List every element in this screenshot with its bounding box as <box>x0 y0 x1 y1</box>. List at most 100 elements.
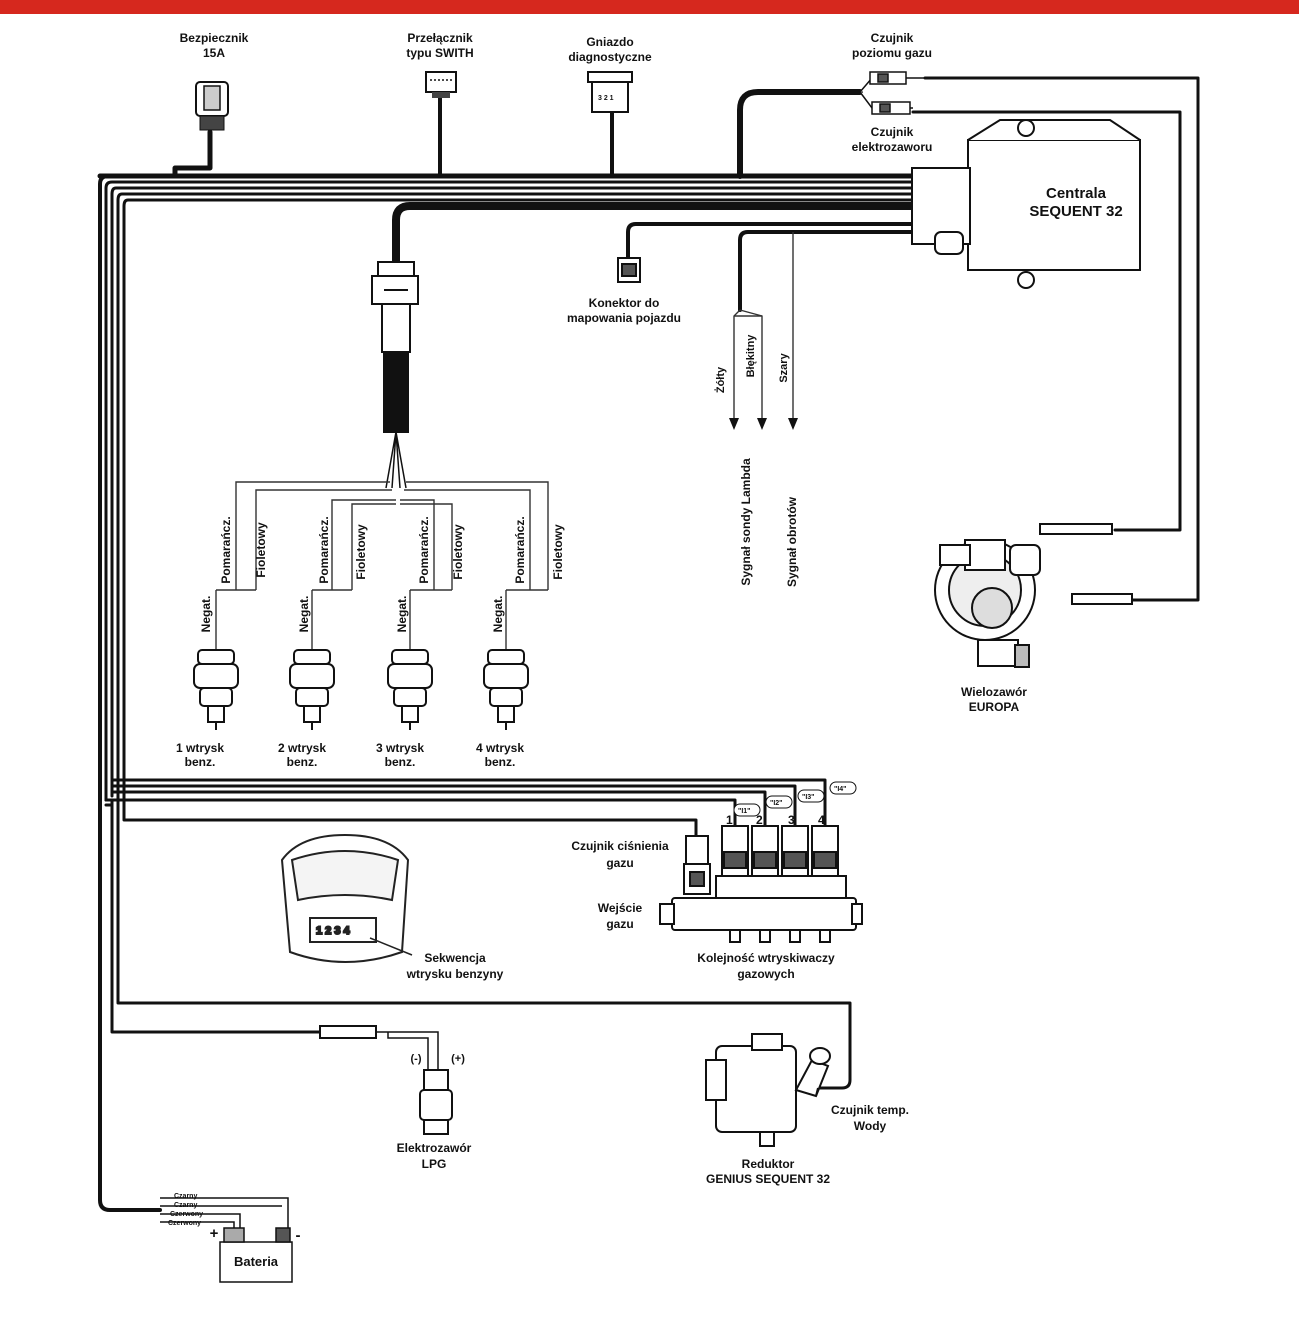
wire-yellow-label: Żółty <box>714 366 727 393</box>
neg-label-2: Negat. <box>297 596 311 633</box>
switch-label-2: typu SWITH <box>406 46 473 60</box>
battery-minus: - <box>296 1227 301 1244</box>
top-red-bar <box>0 0 1299 14</box>
sequence-label-2: wtrysku benzyny <box>406 967 504 981</box>
multivalve-label-1: Wielozawór <box>961 685 1027 699</box>
wire-blue-label: Błękitny <box>745 334 757 378</box>
fuse-15a <box>195 81 229 131</box>
reducer-genius <box>705 1033 831 1147</box>
multivalve-europa <box>934 523 1133 668</box>
gas-order-label-2: gazowych <box>737 967 794 981</box>
tag-i3: "I3" <box>802 794 814 801</box>
injector2-label-1: 2 wtrysk <box>278 741 326 755</box>
violet-label-2: Fioletowy <box>354 524 368 580</box>
gas-order-label-1: Kolejność wtryskiwaczy <box>697 951 835 965</box>
bat-wire-3: Czerwony <box>170 1211 203 1218</box>
orange-label-4: Pomarańcz. <box>513 516 527 583</box>
neg-label-4: Negat. <box>491 596 505 633</box>
gas-input-label-2: gazu <box>606 917 633 931</box>
reducer-label-2: GENIUS SEQUENT 32 <box>706 1172 830 1186</box>
lpg-electrovalve <box>319 1025 453 1135</box>
injector3-label-1: 3 wtrysk <box>376 741 424 755</box>
gas-input-label-1: Wejście <box>598 901 643 915</box>
vertical-labels: Żółty Błękitny Szary Sygnał sondy Lambda… <box>199 334 799 633</box>
violet-label-4: Fioletowy <box>551 524 565 580</box>
valve-sensor-connector <box>859 91 913 115</box>
bat-wire-2: Czarny <box>174 1202 197 1209</box>
level-sensor-label-1: Czujnik <box>871 31 914 45</box>
bat-wire-1: Czarny <box>174 1193 197 1200</box>
diag-pin-labels: 3 2 1 <box>598 95 614 102</box>
battery-plus: + <box>210 1225 219 1242</box>
rpm-label: Sygnał obrotów <box>785 496 799 587</box>
gas-pressure-sensor <box>683 835 711 895</box>
injector3-label-2: benz. <box>385 755 416 769</box>
mapping-label-2: mapowania pojazdu <box>567 311 681 325</box>
tag-i4: "I4" <box>834 786 846 793</box>
water-temp-label-1: Czujnik temp. <box>831 1103 909 1117</box>
battery-label: Bateria <box>234 1254 279 1269</box>
lpg-label-1: Elektrozawór <box>397 1141 472 1155</box>
diagnostic-connector: 3 2 1 <box>587 71 633 113</box>
gas-injector-rail <box>659 825 863 943</box>
lambda-label: Sygnał sondy Lambda <box>739 458 753 586</box>
car-dashboard-sketch: 1 2 3 4 <box>280 833 413 963</box>
sequence-label-1: Sekwencja <box>424 951 486 965</box>
fuse-label-1: Bezpiecznik <box>180 31 249 45</box>
rail-num-4: 4 <box>818 813 825 827</box>
wire-grey-label: Szary <box>778 352 790 382</box>
pressure-label-2: gazu <box>606 856 633 870</box>
ecu-label-2: SEQUENT 32 <box>1029 203 1122 220</box>
battery <box>160 1197 293 1283</box>
main-harness <box>97 76 1200 1212</box>
multivalve-label-2: EUROPA <box>969 700 1020 714</box>
rail-num-2: 2 <box>756 813 763 827</box>
tag-i2: "I2" <box>770 800 782 807</box>
rail-num-1: 1 <box>726 813 733 827</box>
neg-label-1: Negat. <box>199 596 213 633</box>
switch-connector <box>425 71 457 98</box>
valve-sensor-label-2: elektrozaworu <box>852 140 933 154</box>
rail-num-3: 3 <box>788 813 795 827</box>
labels: Bezpiecznik 15A Przełącznik typu SWITH G… <box>176 31 1123 1269</box>
level-sensor-label-2: poziomu gazu <box>852 46 932 60</box>
neg-label-3: Negat. <box>395 596 409 633</box>
violet-label-1: Fioletowy <box>254 522 268 578</box>
sequence-digits: 1 2 3 4 <box>316 925 351 937</box>
injector2-label-2: benz. <box>287 755 318 769</box>
petrol-injector-plug <box>371 261 419 489</box>
diag-label-1: Gniazdo <box>586 35 633 49</box>
petrol-injector-wiring <box>215 481 549 650</box>
pressure-label-1: Czujnik ciśnienia <box>571 839 669 853</box>
petrol-injector-4 <box>483 649 529 730</box>
orange-label-3: Pomarańcz. <box>417 516 431 583</box>
injector1-label-2: benz. <box>185 755 216 769</box>
injector4-label-2: benz. <box>485 755 516 769</box>
gas-injector-tags: "I1" "I2" "I3" "I4" 1 2 3 4 <box>726 781 857 827</box>
level-sensor-connector <box>859 71 925 93</box>
reducer-label-1: Reduktor <box>742 1157 795 1171</box>
water-temp-label-2: Wody <box>854 1119 887 1133</box>
valve-sensor-label-1: Czujnik <box>871 125 914 139</box>
orange-label-2: Pomarańcz. <box>317 516 331 583</box>
ecu-sequent-32 <box>911 119 1141 289</box>
lpg-minus: (-) <box>411 1053 422 1065</box>
diag-label-2: diagnostyczne <box>568 50 652 64</box>
mapping-label-1: Konektor do <box>589 296 660 310</box>
petrol-injector-3 <box>387 649 433 730</box>
tag-i1: "I1" <box>738 808 750 815</box>
injector4-label-1: 4 wtrysk <box>476 741 524 755</box>
battery-wire-labels: Czarny Czarny Czerwony Czerwony <box>168 1193 203 1227</box>
petrol-injector-1 <box>193 649 239 730</box>
fuse-label-2: 15A <box>203 46 225 60</box>
injector1-label-1: 1 wtrysk <box>176 741 224 755</box>
mapping-connector <box>617 257 641 283</box>
bat-wire-4: Czerwony <box>168 1220 201 1227</box>
ecu-label-1: Centrala <box>1046 185 1107 202</box>
switch-label-1: Przełącznik <box>407 31 473 45</box>
violet-label-3: Fioletowy <box>451 524 465 580</box>
lpg-plus: (+) <box>451 1053 465 1065</box>
lambda-arrows <box>729 418 798 430</box>
lpg-label-2: LPG <box>422 1157 447 1171</box>
